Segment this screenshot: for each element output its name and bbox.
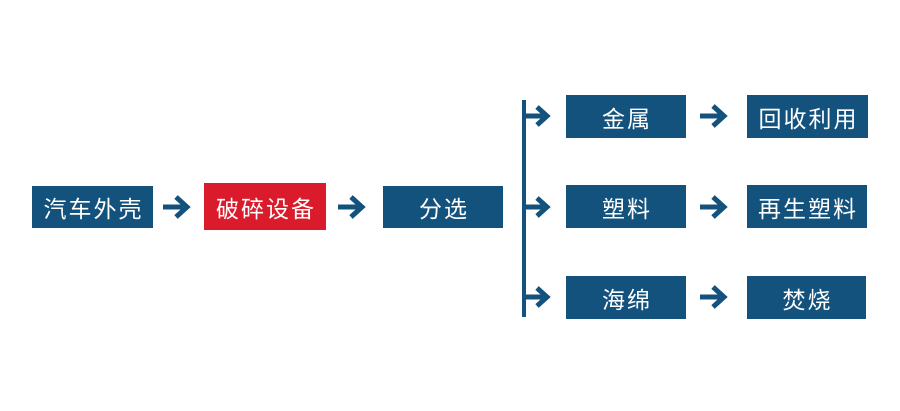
arrow-right-icon [337, 193, 367, 226]
flow-node-recycled-plastic: 再生塑料 [747, 185, 867, 228]
flow-node-plastic: 塑料 [566, 185, 686, 228]
branch-arrow-icon [526, 283, 552, 316]
arrow-right-icon [699, 193, 729, 226]
flow-node-recycling: 回收利用 [747, 95, 868, 138]
flow-node-sponge: 海绵 [566, 276, 686, 319]
arrow-right-icon [699, 102, 729, 135]
branch-arrow-icon [526, 102, 552, 135]
flow-node-metal: 金属 [566, 95, 686, 138]
flow-node-sorting: 分选 [383, 186, 503, 228]
branch-connector-line [522, 100, 526, 317]
branch-arrow-icon [526, 193, 552, 226]
arrow-right-icon [162, 193, 192, 226]
flow-node-crusher: 破碎设备 [204, 183, 326, 230]
flow-node-car-shell: 汽车外壳 [32, 186, 153, 228]
flow-node-incineration: 焚烧 [747, 276, 866, 319]
arrow-right-icon [699, 283, 729, 316]
